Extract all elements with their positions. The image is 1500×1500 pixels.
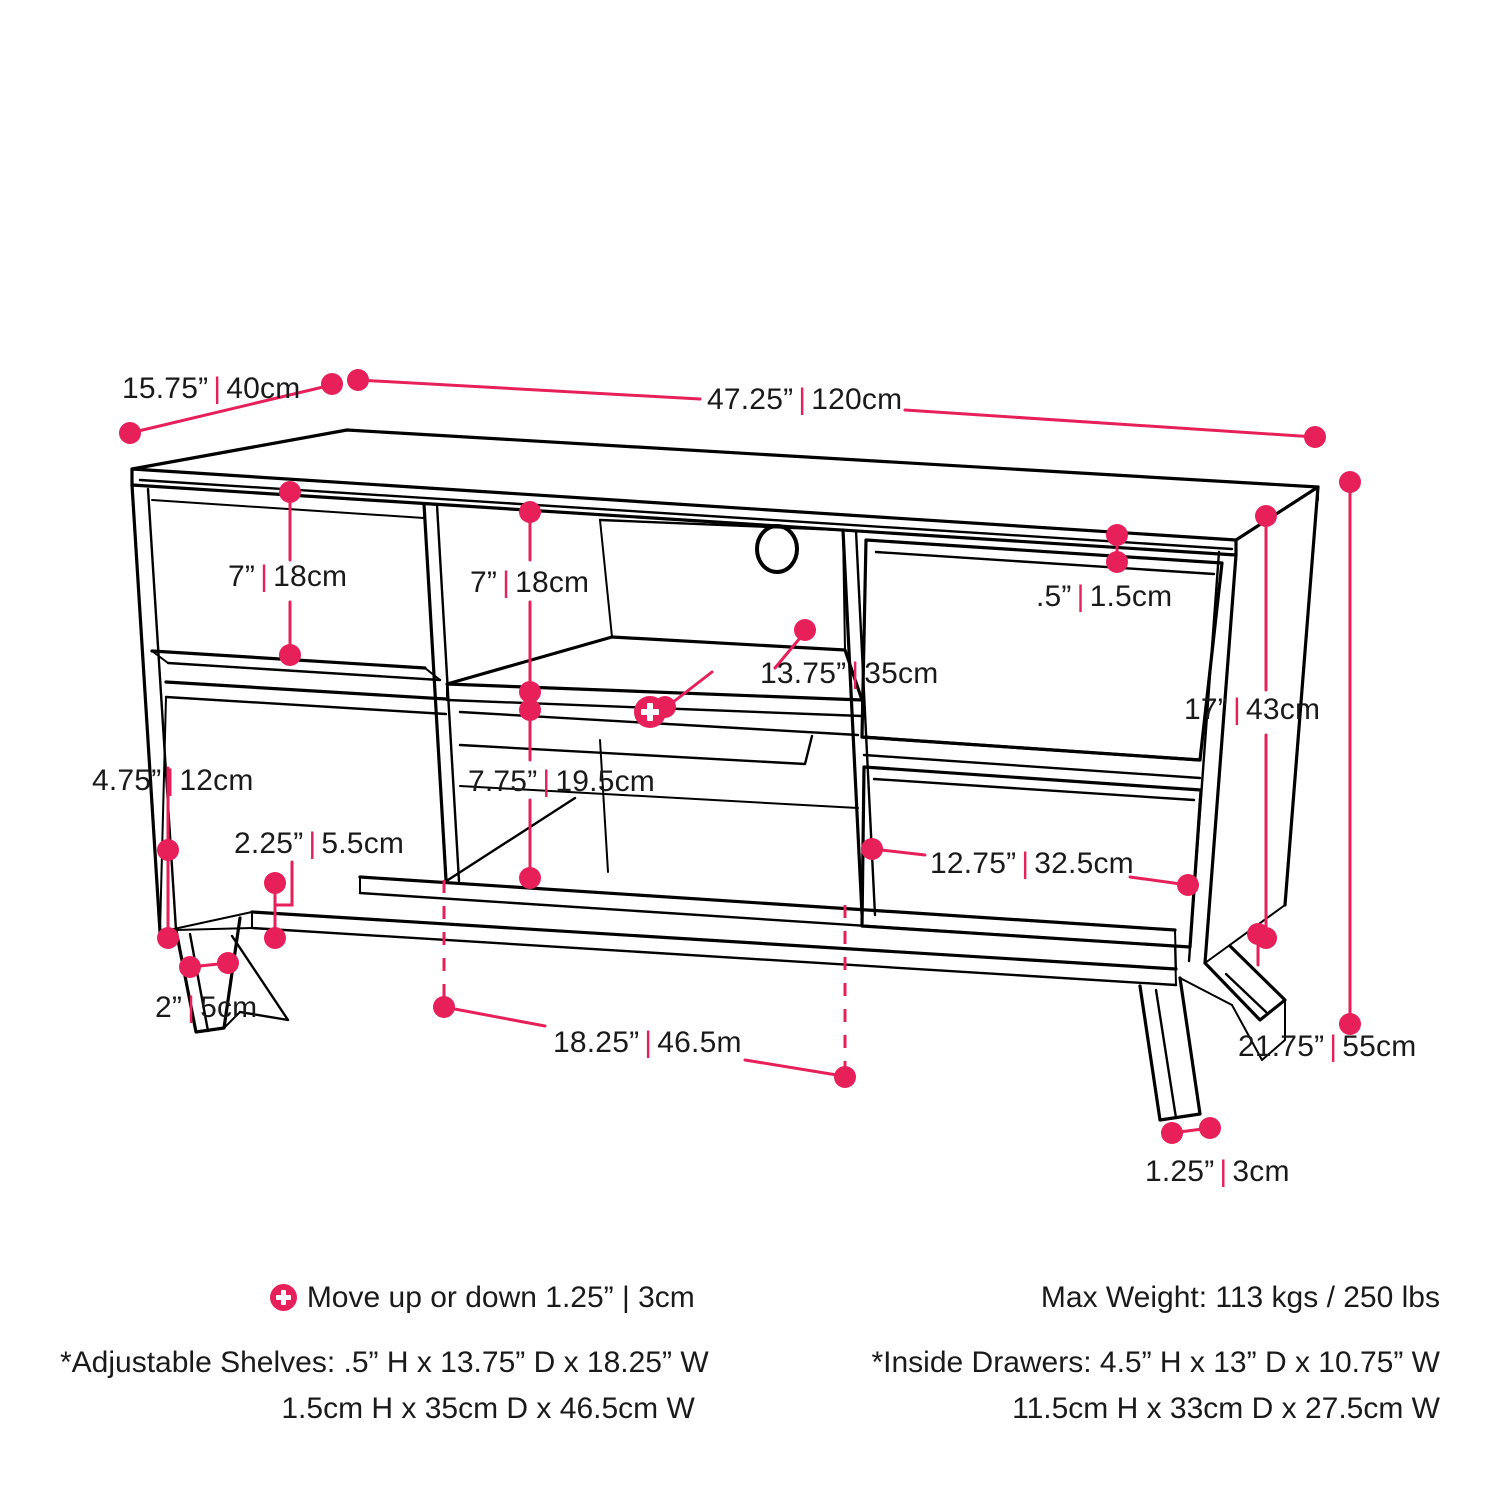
adjustable-note: Move up or down 1.25” | 3cm	[60, 1275, 695, 1322]
unit-separator: |	[798, 383, 807, 416]
lower-cubby-height-label: 7.75”|19.5cm	[468, 765, 655, 798]
base-rail-height-label: 4.75”|12cm	[92, 764, 254, 797]
unit-separator: |	[542, 765, 551, 798]
footnotes: Move up or down 1.25” | 3cm *Adjustable …	[0, 1275, 1500, 1433]
plus-circle-icon	[269, 1284, 297, 1311]
unit-separator: |	[260, 560, 269, 593]
shelf-depth-label: 13.75”|35cm	[760, 657, 939, 690]
width-dimension-label: 47.25”|120cm	[707, 383, 903, 416]
footnote-column-right: Max Weight: 113 kgs / 250 lbs *Inside Dr…	[805, 1275, 1440, 1433]
depth-dimension-label: 15.75”|40cm	[122, 372, 301, 405]
plus-circle-icon	[634, 696, 666, 728]
leg-depth-label: 1.25”|3cm	[1145, 1155, 1290, 1188]
unit-separator: |	[644, 1026, 653, 1059]
inside-drawers-metric: 11.5cm H x 33cm D x 27.5cm W	[1012, 1392, 1440, 1425]
unit-separator: |	[1021, 847, 1030, 880]
shelf-width-label: 18.25”|46.5m	[553, 1026, 742, 1059]
unit-separator: |	[213, 372, 222, 405]
center-cubby-height-label: 7”|18cm	[470, 566, 590, 599]
dimension-annotations	[119, 369, 1361, 1144]
unit-separator: |	[1329, 1030, 1338, 1063]
unit-separator: |	[1232, 693, 1241, 726]
footnote-column-left: Move up or down 1.25” | 3cm *Adjustable …	[60, 1275, 715, 1433]
unit-separator: |	[1219, 1155, 1228, 1188]
adjustable-note-text: Move up or down 1.25” | 3cm	[306, 1281, 695, 1314]
unit-separator: |	[166, 764, 175, 797]
interior-height-label: 17”|43cm	[1184, 693, 1321, 726]
unit-separator: |	[308, 827, 317, 860]
unit-separator: |	[1076, 580, 1085, 613]
adjustable-shelves-imperial: *Adjustable Shelves: .5” H x 13.75” D x …	[60, 1345, 709, 1379]
drawer-stack	[860, 538, 1224, 949]
total-height-label: 21.75”|55cm	[1238, 1030, 1417, 1063]
legs	[174, 916, 1287, 1122]
apron-height-label: 2.25”|5.5cm	[234, 827, 405, 860]
unit-separator: |	[851, 657, 860, 690]
max-weight-text: Max Weight: 113 kgs / 250 lbs	[1040, 1281, 1440, 1314]
unit-separator: |	[502, 566, 511, 599]
unit-separator: |	[187, 991, 196, 1024]
inside-drawers-imperial: *Inside Drawers: 4.5” H x 13” D x 10.75”…	[871, 1345, 1440, 1379]
shelf-thickness-label: .5”|1.5cm	[1036, 580, 1173, 613]
leg-width-label: 2”|5cm	[155, 991, 258, 1024]
drawer-width-label: 12.75”|32.5cm	[930, 847, 1134, 880]
cable-hole-icon	[755, 524, 799, 574]
cabinet-carcass	[130, 428, 1320, 987]
left-cubby-height-label: 7”|18cm	[228, 560, 348, 593]
adjustable-shelves-metric: 1.5cm H x 35cm D x 46.5cm W	[281, 1392, 695, 1425]
